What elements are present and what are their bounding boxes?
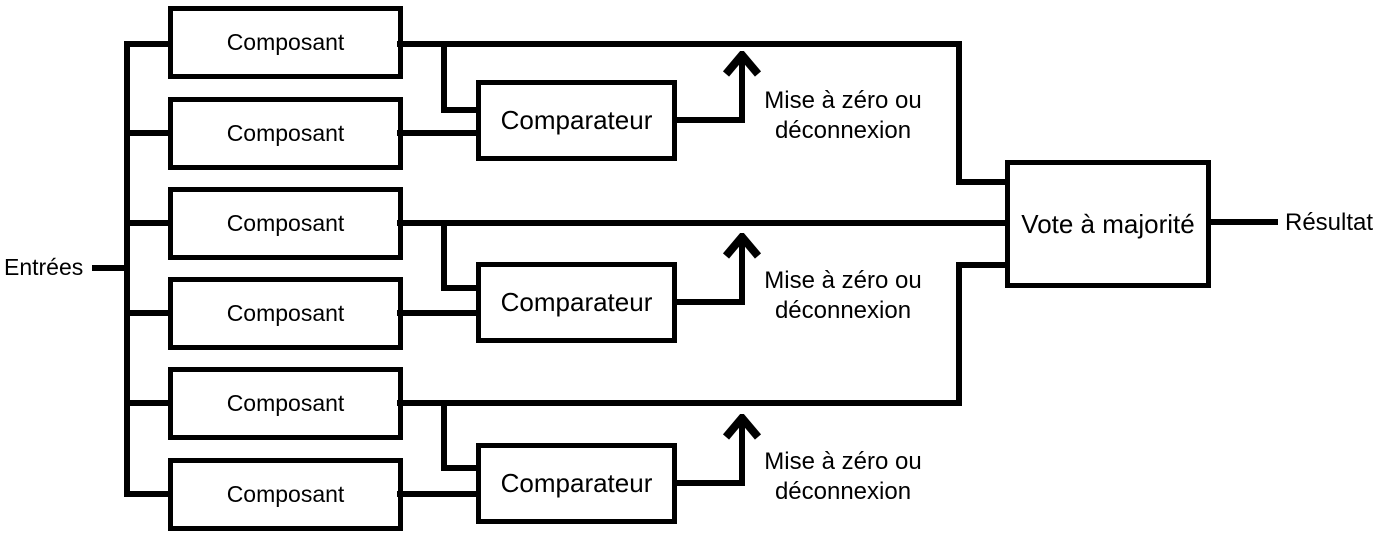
input-bus-line: [124, 41, 130, 497]
voter-output-line: [1206, 219, 1278, 225]
comparator-label: Comparateur: [500, 468, 653, 498]
branch-3-vertical-line: [441, 400, 447, 471]
component-box-1: Composant: [168, 6, 403, 79]
component-label: Composant: [226, 300, 345, 326]
component-box-2: Composant: [168, 97, 403, 170]
component-4-to-comparator-line: [397, 310, 481, 316]
voter-input-1-vertical-line: [956, 41, 962, 185]
component-label: Composant: [226, 481, 345, 507]
input-label: Entrées: [4, 254, 84, 280]
annotation-line2: déconnexion: [774, 297, 912, 324]
annotation-line1: Mise à zéro ou: [764, 87, 922, 114]
component-box-6: Composant: [168, 458, 403, 531]
annotation-2: Mise à zéro ou déconnexion: [748, 266, 938, 326]
voter-input-3-vertical-line: [956, 262, 962, 406]
comparator-label: Comparateur: [500, 287, 653, 317]
comparator-box-3: Comparateur: [476, 443, 677, 524]
arrow-1-shaft-line: [739, 60, 745, 123]
branch-2-vertical-line: [441, 220, 447, 291]
comparator-label: Comparateur: [500, 105, 653, 135]
component-2-to-comparator-line: [397, 130, 481, 136]
component-5-to-voter-line: [397, 400, 962, 406]
component-label: Composant: [226, 29, 345, 55]
annotation-line1: Mise à zéro ou: [764, 448, 922, 475]
annotation-line2: déconnexion: [774, 478, 912, 505]
bus-to-component-2-line: [124, 130, 174, 136]
arrow-up-icon: [722, 51, 762, 77]
bus-to-component-6-line: [124, 491, 174, 497]
comparator-2-output-line: [672, 299, 745, 305]
annotation-1: Mise à zéro ou déconnexion: [748, 86, 938, 146]
output-label: Résultat: [1285, 209, 1374, 236]
component-label: Composant: [226, 210, 345, 236]
annotation-line1: Mise à zéro ou: [764, 267, 922, 294]
comparator-1-output-line: [672, 117, 745, 123]
arrow-2-shaft-line: [739, 242, 745, 305]
comparator-box-1: Comparateur: [476, 80, 677, 161]
component-label: Composant: [226, 390, 345, 416]
bus-to-component-5-line: [124, 400, 174, 406]
component-box-4: Composant: [168, 277, 403, 350]
branch-1-to-comparator-line: [441, 107, 481, 113]
voter-input-1-stub-line: [956, 179, 1010, 185]
voter-input-3-stub-line: [956, 262, 1010, 268]
arrow-up-icon: [722, 414, 762, 440]
component-box-5: Composant: [168, 367, 403, 440]
bus-to-component-3-line: [124, 220, 174, 226]
input-stub-line: [92, 265, 128, 271]
voter-label: Vote à majorité: [1021, 208, 1195, 239]
voter-box: Vote à majorité: [1005, 160, 1211, 288]
comparator-box-2: Comparateur: [476, 262, 677, 343]
arrow-3-shaft-line: [739, 423, 745, 486]
arrow-up-icon: [722, 233, 762, 259]
bus-to-component-1-line: [124, 41, 174, 47]
component-6-to-comparator-line: [397, 491, 481, 497]
branch-3-to-comparator-line: [441, 465, 481, 471]
component-label: Composant: [226, 120, 345, 146]
branch-2-to-comparator-line: [441, 285, 481, 291]
component-3-to-voter-line: [397, 220, 1010, 226]
annotation-line2: déconnexion: [774, 117, 912, 144]
annotation-3: Mise à zéro ou déconnexion: [748, 447, 938, 507]
comparator-3-output-line: [672, 480, 745, 486]
component-1-to-voter-line: [397, 41, 962, 47]
component-box-3: Composant: [168, 187, 403, 260]
bus-to-component-4-line: [124, 310, 174, 316]
branch-1-vertical-line: [441, 41, 447, 113]
